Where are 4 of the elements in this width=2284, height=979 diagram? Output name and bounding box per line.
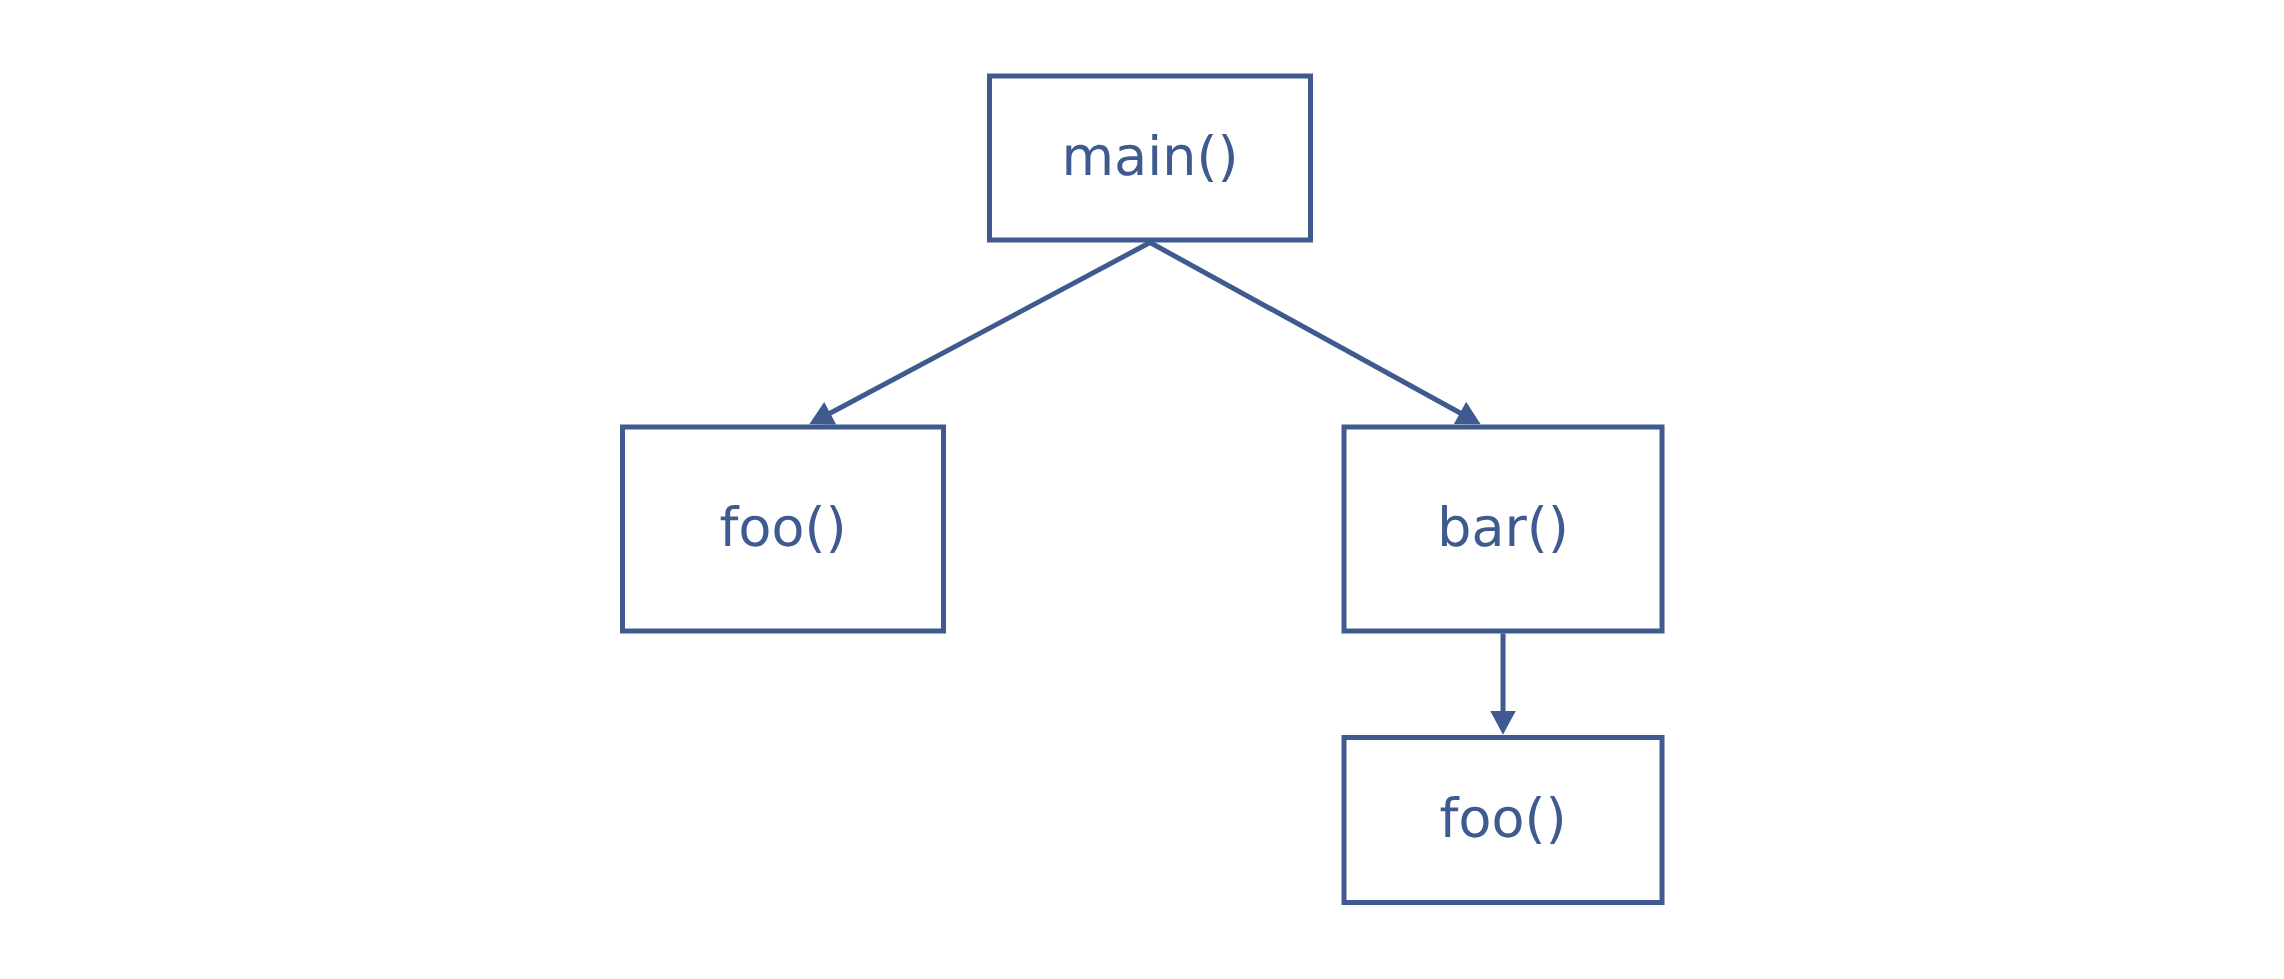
function-box: bar() (1341, 424, 1665, 634)
function-box: main() (987, 73, 1313, 243)
function-box: foo() (1341, 735, 1665, 905)
function-box: foo() (620, 424, 946, 634)
